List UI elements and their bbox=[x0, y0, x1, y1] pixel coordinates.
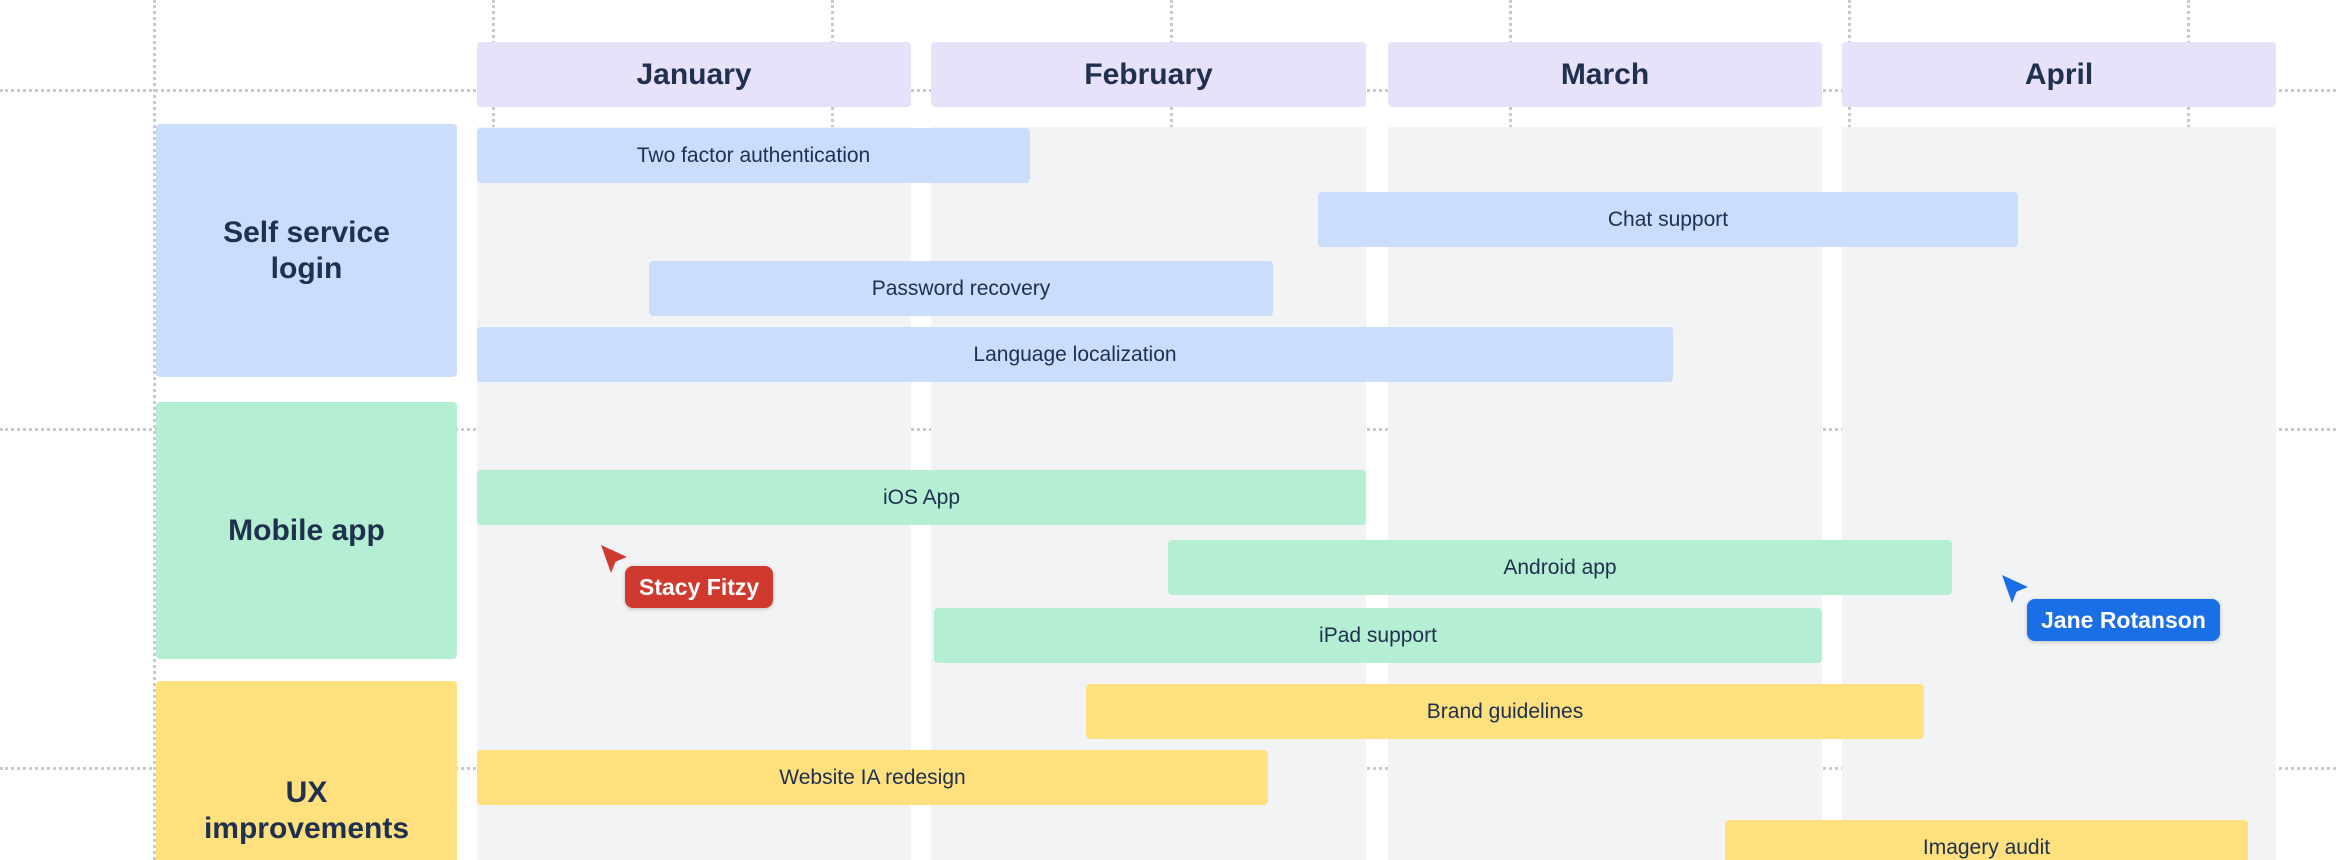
task-bar-language-localization[interactable]: Language localization bbox=[477, 327, 1673, 382]
task-label: Brand guidelines bbox=[1426, 699, 1584, 723]
task-label: Chat support bbox=[1607, 207, 1729, 231]
task-label: Android app bbox=[1503, 555, 1617, 579]
task-label: Two factor authentication bbox=[636, 143, 871, 167]
collaborator-name-badge: Stacy Fitzy bbox=[625, 566, 774, 608]
month-label: January bbox=[636, 57, 752, 91]
collaborator-cursor-icon bbox=[600, 544, 630, 579]
lane-label: UX improvements bbox=[203, 776, 410, 845]
task-label: Password recovery bbox=[871, 276, 1051, 300]
task-label: Website IA redesign bbox=[779, 765, 966, 789]
task-bar-two-factor-authentication[interactable]: Two factor authentication bbox=[477, 128, 1030, 183]
task-bar-imagery-audit[interactable]: Imagery audit bbox=[1725, 820, 2248, 860]
month-header-january[interactable]: January bbox=[477, 42, 911, 107]
grid-line bbox=[153, 0, 156, 860]
task-label: iPad support bbox=[1319, 623, 1437, 647]
lane-label: Self service login bbox=[223, 215, 390, 285]
task-bar-android-app[interactable]: Android app bbox=[1168, 540, 1952, 595]
task-label: Imagery audit bbox=[1922, 835, 2051, 859]
month-header-february[interactable]: February bbox=[931, 42, 1366, 107]
task-bar-ios-app[interactable]: iOS App bbox=[477, 470, 1366, 525]
month-header-march[interactable]: March bbox=[1388, 42, 1822, 107]
lane-self-service-login[interactable]: Self service login bbox=[156, 124, 457, 377]
month-label: March bbox=[1560, 57, 1650, 91]
collaborator-name-badge: Jane Rotanson bbox=[2027, 599, 2220, 641]
lane-mobile-app[interactable]: Mobile app bbox=[156, 402, 457, 659]
task-label: Language localization bbox=[973, 342, 1177, 366]
task-bar-ipad-support[interactable]: iPad support bbox=[934, 608, 1822, 663]
lane-ux-improvements[interactable]: UX improvements bbox=[156, 681, 457, 860]
task-label: iOS App bbox=[882, 485, 961, 509]
task-bar-brand-guidelines[interactable]: Brand guidelines bbox=[1086, 684, 1924, 739]
task-bar-password-recovery[interactable]: Password recovery bbox=[649, 261, 1273, 316]
month-label: February bbox=[1084, 57, 1213, 91]
task-bar-chat-support[interactable]: Chat support bbox=[1318, 192, 2018, 247]
month-label: April bbox=[2024, 57, 2094, 91]
task-bar-website-ia-redesign[interactable]: Website IA redesign bbox=[477, 750, 1268, 805]
lane-label: Mobile app bbox=[228, 513, 385, 547]
month-header-april[interactable]: April bbox=[1842, 42, 2276, 107]
collaborator-cursor-icon bbox=[2001, 574, 2031, 609]
